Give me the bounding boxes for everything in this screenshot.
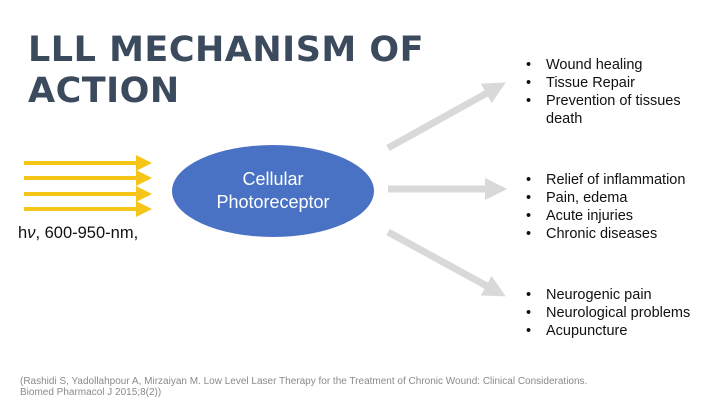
connector-arrows (386, 82, 508, 297)
list-item: Neurogenic pain (524, 286, 714, 304)
outcome-list-neurological: Neurogenic pain Neurological problems Ac… (524, 286, 714, 340)
title-line-2: ACTION (28, 71, 180, 111)
list-item: Wound healing (524, 56, 714, 74)
connector-arrow-bottom (386, 228, 506, 297)
light-source-label: hν, 600-950-nm, (18, 224, 138, 243)
list-item: Acupuncture (524, 322, 714, 340)
outcome-list-healing: Wound healing Tissue Repair Prevention o… (524, 56, 714, 128)
photoreceptor-label: Cellular Photoreceptor (173, 163, 373, 219)
outcome-list-inflammation: Relief of inflammation Pain, edema Acute… (524, 171, 714, 243)
wavelength-range: , 600-950-nm, (35, 224, 139, 242)
photon-symbol: h (18, 224, 28, 242)
laser-beams (24, 155, 152, 217)
list-item: Chronic diseases (524, 225, 714, 243)
list-item: Tissue Repair (524, 74, 714, 92)
title-line-1: LLL MECHANISM OF (28, 30, 425, 70)
list-item: Neurological problems (524, 304, 714, 322)
citation-line-2: Biomed Pharmacol J 2015;8(2)) (20, 387, 162, 398)
photoreceptor-node (172, 145, 374, 237)
list-item: Prevention of tissues death (524, 92, 714, 128)
slide-title: LLL MECHANISM OF ACTION (28, 30, 448, 112)
photoreceptor-label-line-1: Cellular (242, 169, 304, 189)
list-item: Acute injuries (524, 207, 714, 225)
photoreceptor-label-line-2: Photoreceptor (216, 192, 330, 212)
source-citation: (Rashidi S, Yadollahpour A, Mirzaiyan M.… (20, 376, 700, 398)
citation-line-1: (Rashidi S, Yadollahpour A, Mirzaiyan M.… (20, 376, 588, 387)
list-item: Relief of inflammation (524, 171, 714, 189)
frequency-symbol: ν (27, 224, 36, 242)
connector-arrow-top (386, 82, 506, 152)
list-item: Pain, edema (524, 189, 714, 207)
